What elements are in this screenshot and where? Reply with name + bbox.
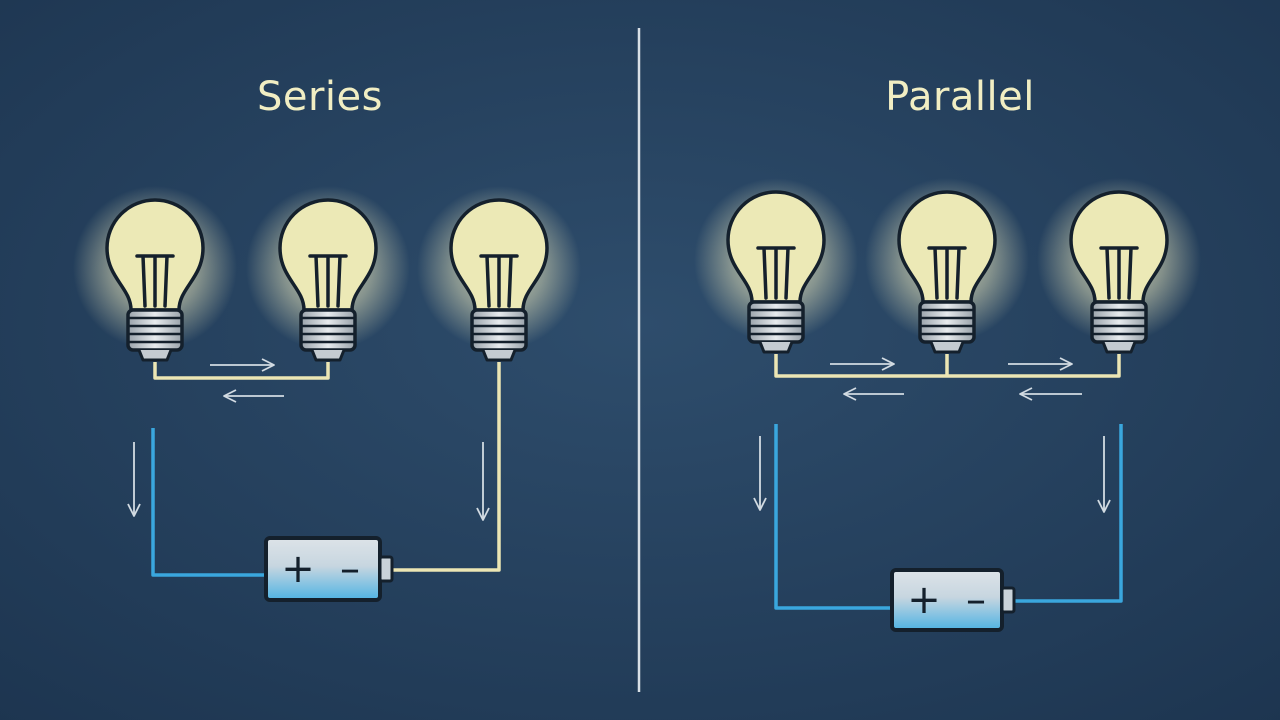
current-arrow-icon xyxy=(753,436,767,511)
series-return-wire xyxy=(392,362,501,572)
bulb-tip xyxy=(1101,341,1137,354)
bulb-filament xyxy=(927,246,967,300)
current-arrow-icon xyxy=(1019,387,1082,401)
current-arrow-icon xyxy=(830,357,895,371)
series-title: Series xyxy=(256,74,383,120)
bulb-tip xyxy=(310,349,346,362)
current-arrow-icon xyxy=(843,387,904,401)
current-arrow-icon xyxy=(476,442,490,521)
current-arrow-icon xyxy=(1008,357,1073,371)
light-bulb-icon xyxy=(417,186,581,362)
light-bulb-icon xyxy=(865,178,1029,354)
bulb-base xyxy=(470,308,528,352)
current-arrow-icon xyxy=(1097,436,1111,513)
battery-minus-label: – xyxy=(340,546,360,592)
bulb-filament xyxy=(308,254,348,308)
battery-terminal xyxy=(378,555,394,583)
parallel-circuit: +– xyxy=(694,178,1201,632)
light-bulb-icon xyxy=(73,186,237,362)
parallel-left-wire xyxy=(774,424,892,610)
bulb-base xyxy=(299,308,357,352)
bulb-filament xyxy=(756,246,796,300)
light-bulb-icon xyxy=(246,186,410,362)
parallel-title: Parallel xyxy=(885,74,1035,120)
current-arrow-icon xyxy=(223,389,284,403)
current-arrow-icon xyxy=(210,358,275,372)
bulb-tip xyxy=(758,341,794,354)
bulb-tip xyxy=(929,341,965,354)
bulb-base xyxy=(747,300,805,344)
series-circuit: +– xyxy=(73,186,581,602)
series-bulb-link-wire xyxy=(153,362,330,380)
battery-plus-label: + xyxy=(281,546,315,592)
bulb-base xyxy=(918,300,976,344)
parallel-right-wire xyxy=(1014,424,1123,603)
light-bulb-icon xyxy=(1037,178,1201,354)
battery-minus-label: – xyxy=(966,577,986,623)
current-arrow-icon xyxy=(127,442,141,517)
bulb-filament xyxy=(135,254,175,308)
light-bulb-icon xyxy=(694,178,858,354)
bulb-base xyxy=(126,308,184,352)
bulb-filament xyxy=(479,254,519,308)
series-supply-wire xyxy=(151,428,266,577)
bulb-filament xyxy=(1099,246,1139,300)
battery-icon: +– xyxy=(264,536,394,602)
bulb-tip xyxy=(137,349,173,362)
battery-terminal xyxy=(1000,586,1016,614)
battery-plus-label: + xyxy=(907,577,941,623)
bulb-base xyxy=(1090,300,1148,344)
battery-icon: +– xyxy=(890,568,1016,632)
bulb-tip xyxy=(481,349,517,362)
